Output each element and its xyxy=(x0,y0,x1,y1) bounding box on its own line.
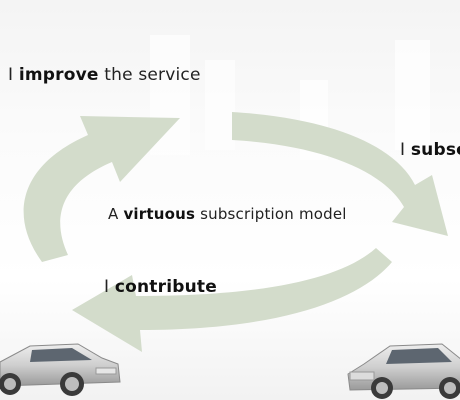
arrow-top-right xyxy=(232,112,448,236)
arrow-bottom xyxy=(72,248,392,352)
contribute-pre: I xyxy=(104,277,110,297)
car-left-image xyxy=(0,343,121,396)
car-right-image xyxy=(347,343,460,399)
arrow-left xyxy=(23,116,181,262)
label-model: A virtuous subscription model xyxy=(108,205,347,223)
label-subscribe: I subsc xyxy=(400,140,460,160)
subscribe-pre: I xyxy=(400,140,406,160)
label-contribute: I contribute xyxy=(104,277,217,297)
subscribe-bold: subsc xyxy=(410,140,460,160)
model-pre: A xyxy=(108,205,119,223)
improve-pre: I xyxy=(8,65,14,85)
label-improve: I improve the service xyxy=(8,65,201,85)
contribute-bold: contribute xyxy=(114,277,217,297)
model-bold: virtuous xyxy=(123,205,196,223)
improve-post: the service xyxy=(104,65,201,85)
model-post: subscription model xyxy=(200,205,347,223)
improve-bold: improve xyxy=(18,65,99,85)
